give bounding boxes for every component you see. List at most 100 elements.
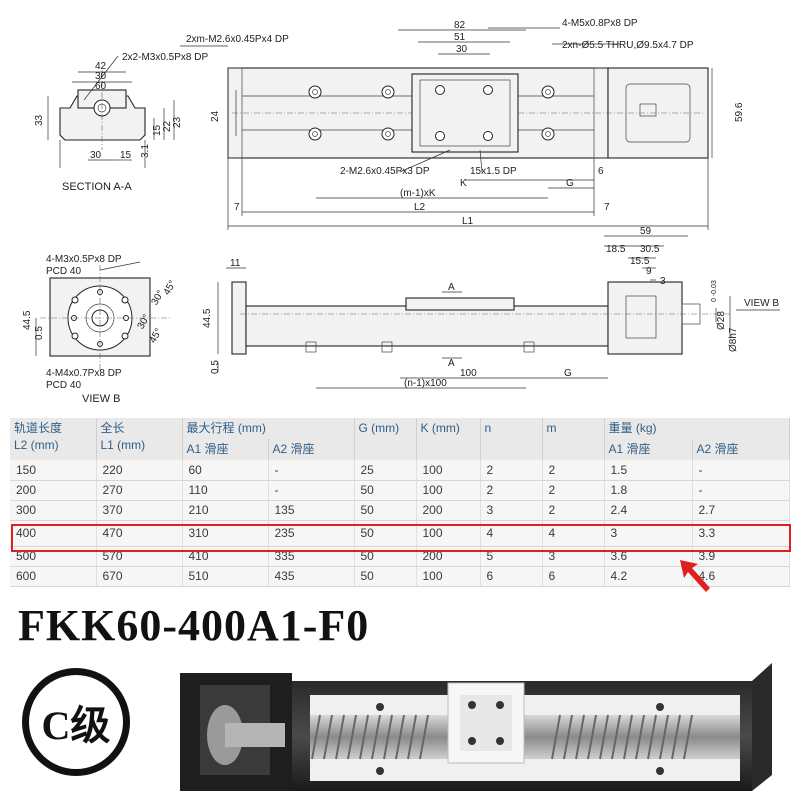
cell-rail-length: 300: [10, 500, 97, 521]
dim-l1: L1: [462, 216, 474, 227]
cell-total-length: 370: [96, 500, 183, 521]
dim-l2: L2: [414, 202, 426, 213]
top-plan-view: 24 82 51 30 59.6 6 K G (m-1)xK L2 L1 7 7…: [180, 18, 745, 230]
cell-m: 2: [542, 460, 605, 481]
cell-k: 100: [416, 566, 481, 587]
cell-rail-length: 200: [10, 480, 97, 501]
dim-g: G: [566, 178, 574, 189]
dim-18-5: 18.5: [606, 244, 626, 255]
grade-badge: C级: [22, 668, 130, 776]
header-m: m: [542, 418, 605, 460]
cell-g: 50: [354, 566, 417, 587]
dim-59: 59: [640, 226, 652, 237]
cell-rail-length: 600: [10, 566, 97, 587]
callout-end-pcd-top: PCD 40: [46, 266, 81, 277]
dim-22: 22: [162, 120, 173, 132]
dim-15-bottom: 15: [120, 150, 132, 161]
dim-k: K: [460, 178, 467, 189]
cell-weight-a1: 1.5: [604, 460, 693, 481]
dim-3-1: 3.1: [140, 144, 151, 158]
header-max-stroke: 最大行程 (mm): [182, 418, 355, 439]
section-mark-a-top: A: [448, 282, 455, 293]
dim-dia-8h7: Ø8h7: [728, 327, 739, 352]
dim-30-bottom: 30: [90, 150, 102, 161]
dim-9: 9: [646, 266, 652, 277]
cell-weight-a2: 2.7: [692, 500, 790, 521]
dim-n-1-100: (n-1)x100: [404, 378, 447, 389]
dim-m-1-k: (m-1)xK: [400, 188, 436, 199]
cell-stroke-a2: -: [268, 480, 355, 501]
dim-dia-28-tol: 0 -0.03: [711, 280, 718, 302]
header-k: K (mm): [416, 418, 481, 460]
callout-top-m2-6: 2xm-M2.6x0.45Px4 DP: [186, 34, 289, 45]
header-weight-a2: A2 滑座: [692, 439, 790, 460]
cell-total-length: 270: [96, 480, 183, 501]
dim-59-6: 59.6: [734, 102, 745, 122]
cell-weight-a2: -: [692, 460, 790, 481]
cell-stroke-a2: 135: [268, 500, 355, 521]
grade-label: C级: [41, 703, 111, 748]
dim-82: 82: [454, 20, 466, 31]
dim-0-5-side: 0.5: [210, 360, 221, 374]
dim-23: 23: [172, 116, 183, 128]
cell-weight-a1: 4.2: [604, 566, 693, 587]
cell-rail-length: 150: [10, 460, 97, 481]
callout-end-m3: 4-M3x0.5Px8 DP: [46, 254, 122, 265]
cell-stroke-a2: -: [268, 460, 355, 481]
dim-51: 51: [454, 32, 466, 43]
callout-slot: 15x1.5 DP: [470, 166, 517, 177]
dim-30-plan: 30: [456, 44, 468, 55]
technical-drawing: 42 30 60 33 30 15 3.1 15 22 23 2x2-M3x0.…: [22, 18, 780, 405]
cell-m: 6: [542, 566, 605, 587]
header-weight: 重量 (kg): [604, 418, 790, 439]
header-stroke-a2: A2 滑座: [268, 439, 355, 460]
view-b-label: VIEW B: [82, 393, 121, 405]
pointer-arrow-icon: [680, 560, 710, 592]
callout-bottom-m2-6: 2-M2.6x0.45Px3 DP: [340, 166, 430, 177]
table-subheader-row: A1 滑座 A2 滑座 A1 滑座 A2 滑座: [10, 439, 790, 460]
cell-n: 6: [480, 566, 543, 587]
cell-stroke-a1: 110: [182, 480, 269, 501]
cell-k: 200: [416, 500, 481, 521]
callout-rail-through: 2xn-Ø5.5 THRU,Ø9.5x4.7 DP: [562, 40, 694, 51]
header-g: G (mm): [354, 418, 417, 460]
cell-weight-a2: -: [692, 480, 790, 501]
cell-stroke-a1: 60: [182, 460, 269, 481]
dim-44-5-side: 44.5: [202, 308, 213, 328]
dim-7-left: 7: [234, 202, 240, 213]
section-mark-a-bottom: A: [448, 358, 455, 369]
dim-7-right: 7: [604, 202, 610, 213]
cell-m: 2: [542, 500, 605, 521]
dim-6: 6: [598, 166, 604, 177]
cell-n: 2: [480, 480, 543, 501]
cell-m: 2: [542, 480, 605, 501]
side-elevation-view: 11 44.5 0.5 A A 100 G (n-1)x100 59 18.5 …: [202, 226, 780, 389]
dim-44-5-end: 44.5: [22, 310, 33, 330]
section-a-a-view: 42 30 60 33 30 15 3.1 15 22 23 2x2-M3x0.…: [34, 52, 208, 193]
dim-dia-28: Ø28: [716, 311, 727, 330]
cell-n: 2: [480, 460, 543, 481]
dim-g-side: G: [564, 368, 572, 379]
cell-weight-a1: 1.8: [604, 480, 693, 501]
cell-k: 100: [416, 460, 481, 481]
cell-weight-a1: 2.4: [604, 500, 693, 521]
callout-end-pcd-bottom: PCD 40: [46, 380, 81, 391]
dim-30-top: 30: [95, 71, 107, 82]
header-n: n: [480, 418, 543, 460]
product-photo: [180, 663, 772, 791]
dim-0-5-end: 0.5: [34, 326, 45, 340]
cell-n: 3: [480, 500, 543, 521]
dim-42: 42: [95, 61, 107, 72]
section-a-a-label: SECTION A-A: [62, 181, 132, 193]
model-number: FKK60-400A1-F0: [18, 601, 370, 650]
cell-stroke-a1: 210: [182, 500, 269, 521]
header-stroke-a1: A1 滑座: [182, 439, 269, 460]
dim-3: 3: [660, 276, 666, 287]
